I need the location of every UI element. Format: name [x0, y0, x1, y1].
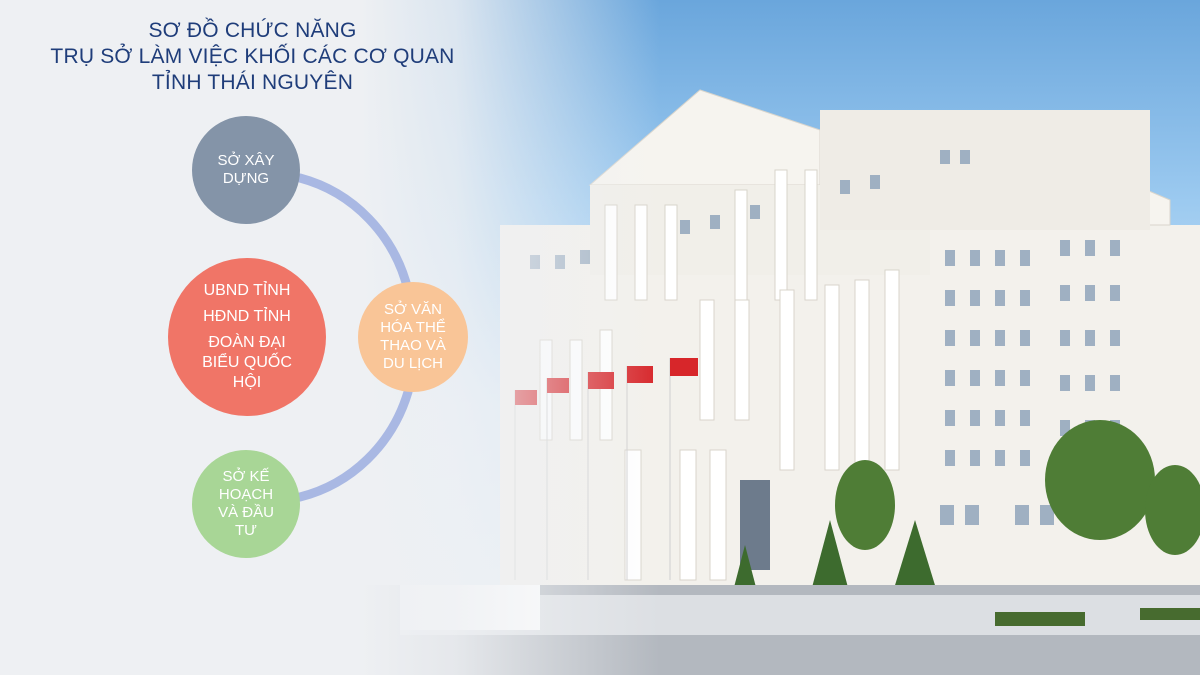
- node-so-ke-hoach-label: SỞ KẾ HOẠCH VÀ ĐẦU TƯ: [218, 468, 274, 539]
- diagram-title: SƠ ĐỒ CHỨC NĂNG TRỤ SỞ LÀM VIỆC KHỐI CÁC…: [20, 18, 485, 96]
- arc-bottom: [295, 387, 413, 502]
- node-so-van-hoa-label: SỞ VĂN HÓA THỂ THAO VÀ DU LỊCH: [380, 301, 446, 372]
- title-line-1: SƠ ĐỒ CHỨC NĂNG: [148, 19, 357, 42]
- node-ubnd-line-1: UBND TỈNH: [203, 282, 291, 299]
- arc-top: [295, 173, 413, 295]
- node-so-xay-dung-label: SỞ XÂY DỰNG: [217, 152, 275, 187]
- node-so-xay-dung: SỞ XÂY DỰNG: [192, 116, 300, 224]
- title-line-3: TỈNH THÁI NGUYÊN: [151, 71, 354, 94]
- node-ubnd-hdnd: UBND TỈNH HĐND TỈNH ĐOÀN ĐẠI BIỂU QUỐC H…: [168, 258, 326, 416]
- node-so-van-hoa: SỞ VĂN HÓA THỂ THAO VÀ DU LỊCH: [358, 282, 468, 392]
- title-line-2: TRỤ SỞ LÀM VIỆC KHỐI CÁC CƠ QUAN: [50, 45, 455, 68]
- node-ubnd-line-3: ĐOÀN ĐẠI BIỂU QUỐC HỘI: [202, 334, 292, 391]
- node-so-ke-hoach: SỞ KẾ HOẠCH VÀ ĐẦU TƯ: [192, 450, 300, 558]
- node-ubnd-line-2: HĐND TỈNH: [203, 308, 291, 325]
